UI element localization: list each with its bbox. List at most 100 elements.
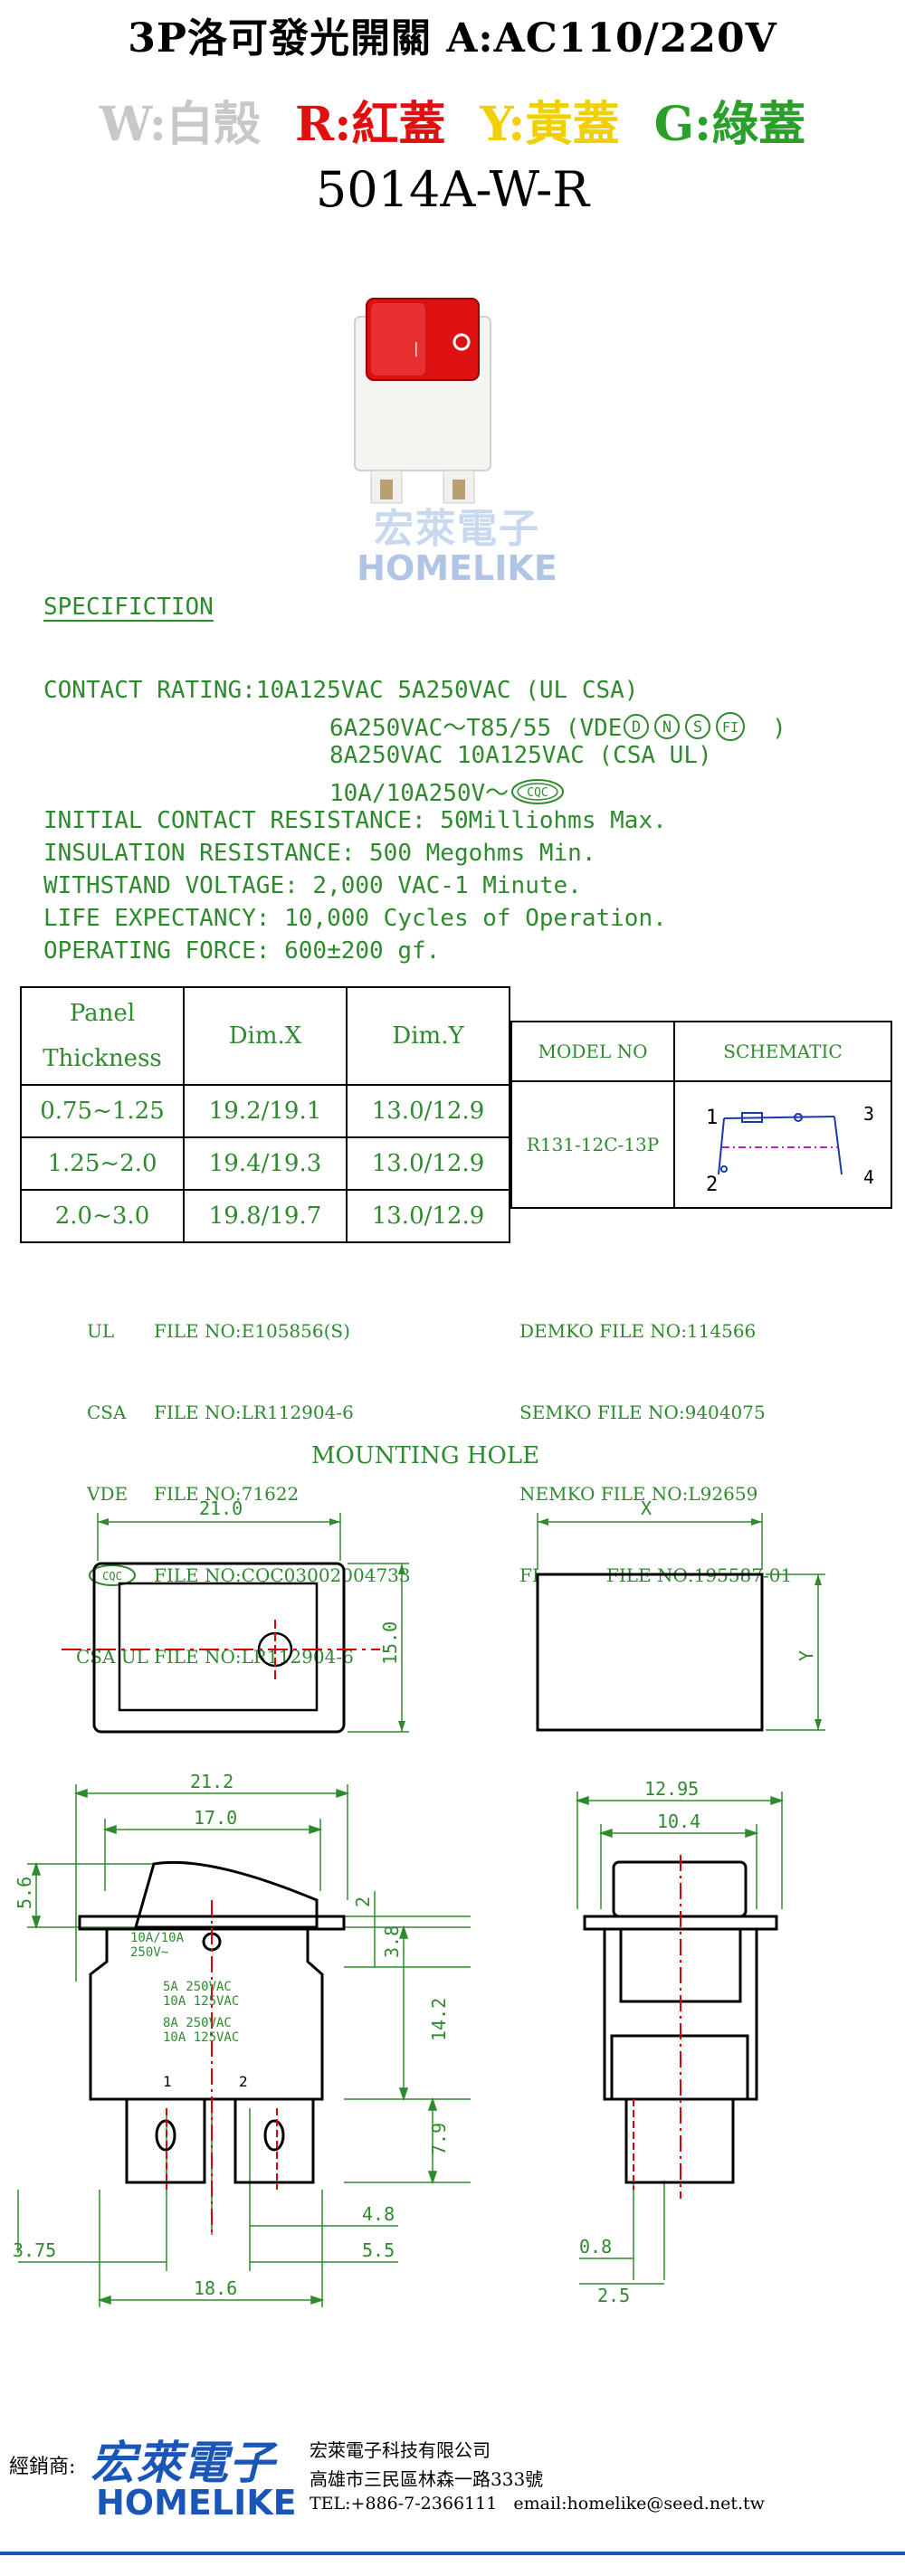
dim-flange: 2 xyxy=(352,1896,374,1907)
product-title: 3P洛可發光開關 A:AC110/220V xyxy=(128,15,777,62)
mounting-front-view: 21.0 15.0 xyxy=(62,1497,409,1734)
dim-overall-width: 21.2 xyxy=(190,1771,233,1792)
side-y-label: Y xyxy=(795,1650,817,1661)
table-row: R131-12C-13P 1 2 3 4 xyxy=(510,1080,892,1209)
approval-file: FILE NO:L92659 xyxy=(600,1483,758,1505)
spec-line: WITHSTAND VOLTAGE: 2,000 VAC-1 Minute. xyxy=(43,872,582,899)
approval-agency: DEMKO xyxy=(519,1320,594,1342)
dealer-label: 經銷商: xyxy=(9,2456,76,2478)
body-text: 10A 125VAC xyxy=(163,1994,239,2009)
approval-row: SEMKO FILE NO:9404075 xyxy=(519,1399,792,1426)
switch-side-body xyxy=(583,1860,778,2184)
approvals-right: DEMKO FILE NO:114566 SEMKO FILE NO:94040… xyxy=(519,1263,792,1616)
dim-terminal-height: 7.9 xyxy=(428,2123,450,2155)
color-red: R:紅蓋 xyxy=(295,97,446,152)
header-schematic: SCHEMATIC xyxy=(673,1021,892,1082)
table-cell: 1.25~2.0 xyxy=(20,1136,185,1191)
header-dim-x: Dim.X xyxy=(183,986,348,1086)
mounting-hole-drawing: 21.0 15.0 X Y xyxy=(62,1497,825,1734)
color-options: W:白殼 R:紅蓋 Y:黃蓋 G:綠蓋 xyxy=(0,86,905,154)
mounting-hole-title: MOUNTING HOLE xyxy=(310,1442,540,1469)
spec-line: LIFE EXPECTANCY: 10,000 Cycles of Operat… xyxy=(43,905,667,932)
model-schematic-table: MODEL NO SCHEMATIC R131-12C-13P 1 2 3 4 xyxy=(510,1021,892,1209)
technical-drawing: 21.2 17.0 5.6 2 3.8 14.2 7.9 4.8 5.5 3.7… xyxy=(13,1771,785,2307)
approval-agency: VDE xyxy=(87,1483,129,1505)
header-model-no: MODEL NO xyxy=(510,1021,675,1082)
footer-brand-cn: 宏萊電子 xyxy=(90,2437,275,2489)
table-cell: 2.0~3.0 xyxy=(20,1189,185,1243)
spec-line: 8A250VAC 10A125VAC (CSA UL) xyxy=(329,742,712,769)
spec-line-cqc: 10A/10A250V～ CQC xyxy=(329,775,567,808)
mark-fi: FI xyxy=(722,719,738,736)
front-height-label: 15.0 xyxy=(379,1621,401,1665)
svg-text:|: | xyxy=(412,339,421,356)
color-yellow: Y:黃蓋 xyxy=(480,97,620,152)
approval-file: FILE NO:9404075 xyxy=(596,1402,766,1423)
footer-brand-en: HOMELIKE xyxy=(96,2483,297,2523)
switch-front-body xyxy=(78,1860,346,2184)
model-no-value: R131-12C-13P xyxy=(510,1080,675,1209)
pin-label: 4 xyxy=(863,1166,874,1188)
approval-file: FILE NO:71622 xyxy=(154,1483,300,1505)
company-contact: TEL:+886-7-2366111 email:homelike@seed.n… xyxy=(310,2494,765,2514)
body-text: 10A 125VAC xyxy=(163,2030,239,2045)
cqc-agency-text: CQC xyxy=(102,1570,122,1583)
table-row: 2.0~3.0 19.8/19.7 13.0/12.9 xyxy=(20,1189,510,1243)
table-cell: 13.0/12.9 xyxy=(346,1084,510,1138)
spec-line: OPERATING FORCE: 600±200 gf. xyxy=(43,937,441,965)
color-white: W:白殼 xyxy=(99,97,261,152)
table-cell: 0.75~1.25 xyxy=(20,1084,185,1138)
table-cell: 19.8/19.7 xyxy=(183,1189,348,1243)
approval-agency: UL xyxy=(87,1320,115,1342)
table-header-row: Panel Thickness Dim.X Dim.Y xyxy=(20,986,510,1086)
approval-agency: CSA xyxy=(87,1402,127,1423)
terminal-width: 2.5 xyxy=(597,2285,630,2306)
spec-line: 6A250VAC～T85/55 (VDE xyxy=(329,715,623,742)
vde-marks: D N S FI xyxy=(624,712,746,741)
approval-agency-cqc: CQC xyxy=(87,1562,154,1589)
approval-row: DEMKO FILE NO:114566 xyxy=(519,1317,792,1345)
header-dim-y: Dim.Y xyxy=(346,986,510,1086)
mark-s: S xyxy=(693,718,702,737)
front-width-label: 21.0 xyxy=(199,1497,243,1519)
model-number: 5014A-W-R xyxy=(315,161,590,218)
dim-body-height: 14.2 xyxy=(428,1998,450,2041)
body-text: 10A/10A xyxy=(130,1931,185,1945)
dim-body-width: 17.0 xyxy=(194,1807,237,1829)
spec-heading-text: SPECIFICTION xyxy=(43,594,214,621)
side-x-label: X xyxy=(641,1497,652,1519)
dim-terminal-offset: 5.5 xyxy=(362,2239,395,2261)
mounting-side-view: X Y xyxy=(536,1497,825,1732)
pin-label: 3 xyxy=(863,1103,874,1125)
approval-file: FILE NO:E105856(S) xyxy=(154,1320,350,1342)
table-header-row: MODEL NO SCHEMATIC xyxy=(510,1021,892,1082)
dim-pitch: 4.8 xyxy=(362,2203,395,2225)
spec-heading: SPECIFICTION xyxy=(43,594,214,621)
mark-n: N xyxy=(662,718,672,737)
pin-label: 2 xyxy=(706,1174,718,1196)
watermark-logo-en: HOMELIKE xyxy=(357,548,557,588)
watermark-logo-cn: 宏萊電子 xyxy=(374,506,540,552)
approval-agency: SEMKO xyxy=(519,1402,592,1423)
approval-row: VDE FILE NO:71622 xyxy=(87,1480,411,1507)
spec-line: 10A/10A250V～ xyxy=(329,780,510,807)
footer-divider xyxy=(0,2552,905,2555)
cqc-mark: CQC xyxy=(511,779,565,804)
terminal-number: 1 xyxy=(163,2073,172,2090)
table-row: 1.25~2.0 19.4/19.3 13.0/12.9 xyxy=(20,1136,510,1191)
dim-base-width: 18.6 xyxy=(194,2277,237,2299)
dimension-table: Panel Thickness Dim.X Dim.Y 0.75~1.25 19… xyxy=(20,986,510,1243)
schematic-cell: 1 2 3 4 xyxy=(673,1080,892,1209)
spec-line-vde: 6A250VAC～T85/55 (VDE D N S FI ) xyxy=(329,709,786,743)
spec-line: INSULATION RESISTANCE: 500 Megohms Min. xyxy=(43,840,596,867)
side-width: 12.95 xyxy=(644,1778,699,1800)
product-photo: | xyxy=(354,298,491,504)
body-text: 250V~ xyxy=(130,1945,168,1960)
dim-left-offset: 3.75 xyxy=(13,2239,56,2261)
approval-agency: FI xyxy=(519,1564,539,1586)
cqc-text: CQC xyxy=(527,786,548,800)
table-cell: 13.0/12.9 xyxy=(346,1136,510,1191)
footer: 經銷商: 宏萊電子 HOMELIKE 宏萊電子科技有限公司 高雄市三民區林森一路… xyxy=(9,2427,896,2535)
